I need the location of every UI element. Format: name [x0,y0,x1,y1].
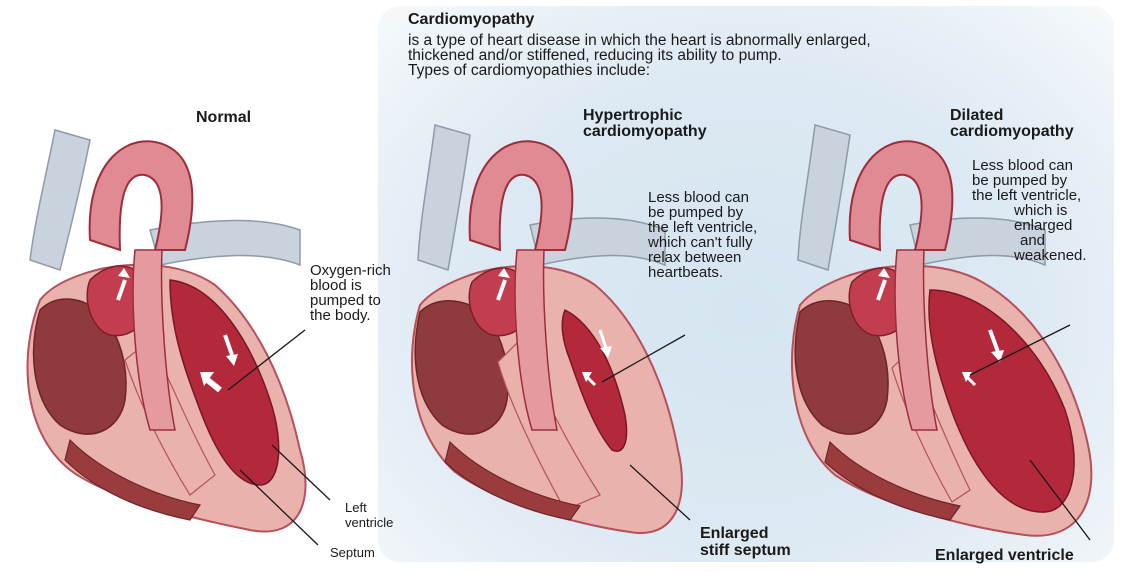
dilated-callout: Enlarged ventricle [935,548,1074,563]
normal-label-left-ventricle-1: Left [345,500,367,515]
dilated-desc-line-4: which is [1014,203,1067,218]
normal-desc-line-3: pumped to [310,293,381,308]
dilated-desc-line-2: be pumped by [972,173,1067,188]
dilated-title-line-2: cardiomyopathy [950,124,1074,139]
normal-desc-line-2: blood is [310,278,362,293]
hypertrophic-desc-line-5: relax between [648,250,741,265]
dilated-desc-line-6: and [1020,233,1045,248]
intro-line-3: Types of cardiomyopathies include: [408,63,650,78]
dilated-desc-line-3: the left ventricle, [972,188,1081,203]
hypertrophic-desc-line-3: the left ventricle, [648,220,757,235]
dilated-desc-line-7: weakened. [1014,248,1087,263]
normal-label-septum: Septum [330,545,375,560]
intro-line-1: is a type of heart disease in which the … [408,33,871,48]
hypertrophic-desc-line-4: which can't fully [648,235,753,250]
dilated-desc-line-5: enlarged [1014,218,1072,233]
normal-heart-illustration [0,100,380,560]
normal-title: Normal [196,110,251,125]
dilated-desc-line-1: Less blood can [972,158,1073,173]
hypertrophic-desc-line-6: heartbeats. [648,265,723,280]
hypertrophic-title-line-1: Hypertrophic [583,108,683,123]
hypertrophic-desc-line-1: Less blood can [648,190,749,205]
intro-title: Cardiomyopathy [408,12,534,27]
hypertrophic-callout-line-1: Enlarged [700,526,768,541]
intro-line-2: thickened and/or stiffened, reducing its… [408,48,782,63]
normal-label-left-ventricle-2: ventricle [345,515,393,530]
hypertrophic-desc-line-2: be pumped by [648,205,743,220]
hypertrophic-heart-illustration [390,100,720,560]
dilated-title-line-1: Dilated [950,108,1003,123]
normal-desc-line-1: Oxygen-rich [310,263,391,278]
hypertrophic-title-line-2: cardiomyopathy [583,124,707,139]
normal-desc-line-4: the body. [310,308,371,323]
